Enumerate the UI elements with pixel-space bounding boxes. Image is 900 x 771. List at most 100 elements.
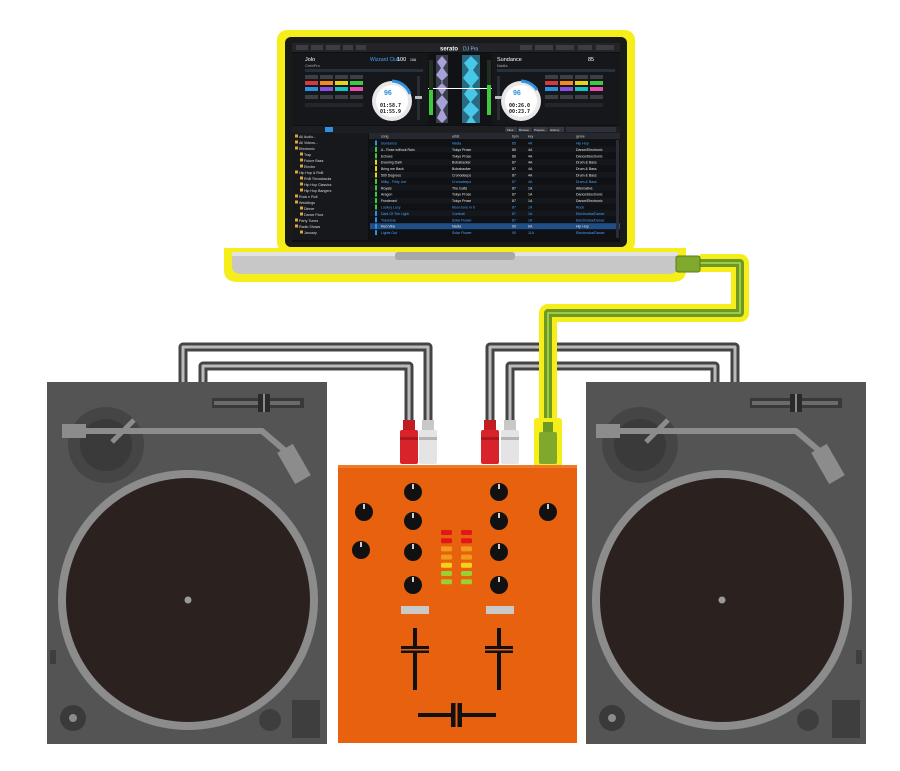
crate-item[interactable]: Future Bass: [304, 159, 324, 163]
top-bar-button[interactable]: [578, 45, 592, 50]
loop-button[interactable]: [560, 95, 573, 99]
right-deck-platter-group[interactable]: 96 00:26.0 00:23.7: [501, 79, 541, 121]
left-pitch-handle[interactable]: [415, 96, 422, 99]
top-bar-button[interactable]: [596, 45, 614, 50]
channel-1-cue-button[interactable]: [401, 606, 429, 614]
cue-pad[interactable]: [560, 75, 573, 79]
top-bar-button[interactable]: [326, 45, 340, 50]
hot-cue-blue[interactable]: [305, 87, 318, 91]
crossfader[interactable]: [418, 703, 496, 727]
speed-button[interactable]: [50, 650, 56, 664]
loop-button[interactable]: [545, 95, 558, 99]
cue-pad[interactable]: [575, 75, 588, 79]
column-header[interactable]: key: [528, 135, 534, 139]
crate-item[interactable]: Hip Hop & RnB: [299, 171, 324, 175]
hot-cue-teal[interactable]: [335, 87, 348, 91]
crate-item[interactable]: Rock n Roll: [299, 195, 318, 199]
loop-button[interactable]: [335, 95, 348, 99]
top-bar-button[interactable]: [556, 45, 574, 50]
crate-item[interactable]: Dance Floor: [304, 213, 324, 217]
crate-item[interactable]: January: [304, 231, 317, 235]
rotary-knob[interactable]: [490, 576, 508, 594]
crate-item[interactable]: Hip Hop Classics: [304, 183, 332, 187]
headshell[interactable]: [811, 443, 845, 485]
top-bar-button[interactable]: [311, 45, 323, 50]
hot-cue-yellow[interactable]: [575, 81, 588, 85]
fx-slot[interactable]: [545, 103, 603, 107]
library-tab[interactable]: [505, 127, 517, 132]
crate-item[interactable]: Party Tunes: [299, 219, 318, 223]
loop-button[interactable]: [305, 95, 318, 99]
hot-cue-pink[interactable]: [590, 87, 603, 91]
cue-pad[interactable]: [350, 75, 363, 79]
hot-cue-yellow[interactable]: [335, 81, 348, 85]
cue-pad[interactable]: [335, 75, 348, 79]
top-bar-button[interactable]: [343, 45, 353, 50]
hot-cue-green[interactable]: [350, 81, 363, 85]
table-scrollbar[interactable]: [616, 140, 619, 238]
right-pitch-handle[interactable]: [495, 96, 502, 99]
cue-pad[interactable]: [320, 75, 333, 79]
loop-button[interactable]: [320, 95, 333, 99]
column-header[interactable]: song: [381, 135, 388, 139]
rotary-knob[interactable]: [404, 483, 422, 501]
rotary-knob[interactable]: [352, 541, 370, 559]
rotary-knob[interactable]: [539, 503, 557, 521]
rotary-knob[interactable]: [490, 543, 508, 561]
rotary-knob[interactable]: [404, 512, 422, 530]
headshell[interactable]: [277, 443, 311, 485]
speed-button[interactable]: [856, 650, 862, 664]
hot-cue-teal[interactable]: [575, 87, 588, 91]
rotary-knob[interactable]: [490, 512, 508, 530]
view-toggle-button[interactable]: [325, 127, 333, 132]
hot-cue-purple[interactable]: [320, 87, 333, 91]
crate-item[interactable]: Electronic: [299, 147, 315, 151]
top-bar-button[interactable]: [356, 45, 366, 50]
hot-cue-orange[interactable]: [560, 81, 573, 85]
rotary-knob[interactable]: [404, 543, 422, 561]
crate-item[interactable]: Trap: [304, 153, 311, 157]
library-tab[interactable]: [549, 127, 564, 132]
loop-button[interactable]: [575, 95, 588, 99]
crate-item[interactable]: All Audio...: [299, 135, 316, 139]
crate-item[interactable]: Hip Hop Bangers: [304, 189, 332, 193]
hot-cue-red[interactable]: [545, 81, 558, 85]
cue-pad[interactable]: [545, 75, 558, 79]
hot-cue-green[interactable]: [590, 81, 603, 85]
crate-item[interactable]: All Videos...: [299, 141, 318, 145]
top-bar-button[interactable]: [296, 45, 308, 50]
channel-2-fader[interactable]: [485, 628, 513, 690]
hot-cue-purple[interactable]: [560, 87, 573, 91]
cue-pad[interactable]: [305, 75, 318, 79]
crate-item[interactable]: RnB Throwbacks: [304, 177, 332, 181]
loop-button[interactable]: [590, 95, 603, 99]
left-virtual-deck[interactable]: 96 01:58.7 01:55.9: [372, 79, 412, 121]
column-header[interactable]: bpm: [512, 135, 519, 139]
fx-slot[interactable]: [305, 103, 363, 107]
column-header[interactable]: artist: [452, 135, 459, 139]
library-tab[interactable]: [518, 127, 532, 132]
column-header[interactable]: genre: [576, 135, 585, 139]
hot-cue-red[interactable]: [305, 81, 318, 85]
crate-item[interactable]: Radio Shows: [299, 225, 320, 229]
crate-item[interactable]: Dinner: [304, 207, 315, 211]
library-search-box[interactable]: [566, 127, 616, 132]
rotary-knob[interactable]: [355, 503, 373, 521]
rotary-knob[interactable]: [404, 576, 422, 594]
library-tab[interactable]: [533, 127, 548, 132]
channel-2-cue-button[interactable]: [486, 606, 514, 614]
